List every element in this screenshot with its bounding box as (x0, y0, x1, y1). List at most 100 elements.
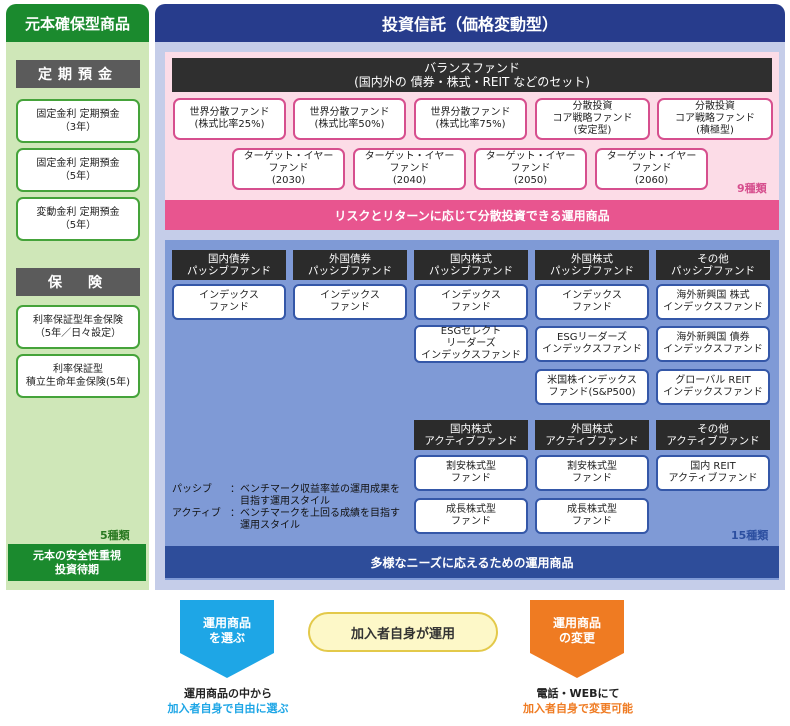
balance-summary-band: リスクとリターンに応じて分散投資できる運用商品 (165, 200, 779, 230)
deposit-item: 固定金利 定期預金 （5年） (16, 148, 140, 192)
deposit-item: 変動金利 定期預金 （5年） (16, 197, 140, 241)
fund-label: 割安株式型 (567, 461, 617, 472)
category-name: 外国債券 (329, 253, 371, 265)
fund-label: 成長株式型 (446, 504, 496, 515)
fund-label: インデックス (199, 290, 259, 301)
balance-fund-item: 分散投資 コア戦略ファンド (安定型) (535, 98, 650, 140)
legend-row: パッシブ ：ベンチマーク収益率並の運用成果を 目指す運用スタイル (172, 484, 412, 508)
category-name: その他 (697, 253, 729, 265)
fund-sublabel: (2030) (271, 175, 306, 186)
fund-label: インデックス (562, 290, 622, 301)
legend-key: パッシブ (172, 484, 212, 495)
category-name: 国内債券 (208, 253, 250, 265)
fund-sublabel: (2050) (513, 175, 548, 186)
balance-fund-title-text: バランスファンド (424, 61, 520, 75)
category-header: 国内債券 パッシブファンド (172, 250, 286, 280)
select-caption-highlight: 加入者自身で自由に選ぶ (167, 702, 289, 715)
fund-sublabel: (株式比率75%) (435, 119, 506, 130)
balance-fund-item: 世界分散ファンド (株式比率75%) (414, 98, 527, 140)
category-style: アクティブファンド (545, 435, 639, 447)
fund-label: ファンド (572, 516, 612, 527)
active-fund-item: 成長株式型 ファンド (535, 498, 649, 534)
fund-label: 世界分散ファンド (189, 107, 270, 118)
target-year-fund-item: ターゲット・イヤー ファンド (2060) (595, 148, 708, 190)
target-year-fund-item: ターゲット・イヤー ファンド (2030) (232, 148, 345, 190)
deposit-item-term: （5年） (59, 220, 97, 231)
fund-sublabel: (2060) (634, 175, 669, 186)
category-name: 国内株式 (450, 423, 492, 435)
fund-label: 海外新興国 債券 (676, 332, 750, 343)
fund-label: 世界分散ファンド (309, 107, 390, 118)
active-fund-item: 成長株式型 ファンド (414, 498, 528, 534)
fund-label: インデックス (320, 290, 380, 301)
category-style: パッシブファンド (550, 265, 634, 277)
fund-label: ESGリーダーズ (557, 332, 627, 343)
fund-sublabel: コア戦略ファンド (552, 113, 633, 124)
index-active-summary-band: 多様なニーズに応えるための運用商品 (165, 546, 779, 578)
fund-label: ターゲット・イヤー (243, 151, 334, 162)
fund-sublabel: (安定型) (573, 125, 612, 136)
change-product-text: の変更 (558, 631, 595, 645)
principal-product-count: 5種類 (100, 529, 130, 542)
select-caption: 運用商品の中から 加入者自身で自由に選ぶ (140, 686, 316, 716)
deposit-section-title: 定期預金 (16, 60, 140, 88)
deposit-item-label: 固定金利 定期預金 (36, 158, 120, 169)
insurance-item: 利率保証型年金保険 （5年／日々設定） (16, 305, 140, 349)
passive-fund-item: インデックス ファンド (293, 284, 407, 320)
fund-label: 米国株インデックス (547, 375, 637, 386)
deposit-item-label: 固定金利 定期預金 (36, 109, 120, 120)
change-product-badge: 運用商品 の変更 (530, 600, 624, 678)
fund-label: 成長株式型 (567, 504, 617, 515)
fund-label: 海外新興国 株式 (676, 290, 750, 301)
change-caption-highlight: 加入者自身で変更可能 (523, 702, 633, 715)
fund-label: ファンド (451, 516, 491, 527)
fund-label: 世界分散ファンド (430, 107, 511, 118)
passive-fund-item: グローバル REIT インデックスファンド (656, 369, 770, 405)
legend-text-line: ：ベンチマーク収益率並の運用成果を (230, 484, 400, 495)
investment-trust-header: 投資信託（価格変動型） (155, 4, 785, 42)
deposit-item: 固定金利 定期預金 （3年） (16, 99, 140, 143)
deposit-item-term: （5年） (59, 171, 97, 182)
fund-label: リーダーズ (446, 338, 496, 349)
insurance-item-label: 利率保証型年金保険 (33, 315, 123, 326)
principal-summary-band: 元本の安全性重視 投資待期 (8, 544, 146, 581)
fund-label: ファンド (451, 302, 491, 313)
target-year-fund-item: ターゲット・イヤー ファンド (2040) (353, 148, 466, 190)
passive-fund-item: 海外新興国 債券 インデックスファンド (656, 326, 770, 362)
active-fund-item: 割安株式型 ファンド (414, 455, 528, 491)
fund-label: インデックスファンド (542, 344, 642, 355)
active-fund-item: 国内 REIT アクティブファンド (656, 455, 770, 491)
fund-label: 分散投資 (572, 101, 613, 112)
balance-fund-item: 世界分散ファンド (株式比率50%) (293, 98, 406, 140)
fund-label: インデックスファンド (421, 350, 521, 361)
legend-key: アクティブ (172, 508, 221, 519)
category-header: その他 アクティブファンド (656, 420, 770, 450)
fund-label: 割安株式型 (446, 461, 496, 472)
change-caption: 電話・WEBにて 加入者自身で変更可能 (490, 686, 666, 716)
fund-label: ファンド (510, 163, 551, 174)
fund-label: ファンド(S&P500) (548, 387, 636, 398)
legend-text-line: ：ベンチマークを上回る成績を目指す (230, 508, 400, 519)
target-year-fund-item: ターゲット・イヤー ファンド (2050) (474, 148, 587, 190)
principal-guaranteed-header: 元本確保型商品 (6, 4, 149, 42)
fund-label: ファンド (631, 163, 672, 174)
fund-label: ファンド (330, 302, 370, 313)
fund-label: ターゲット・イヤー (606, 151, 697, 162)
fund-label: 国内 REIT (690, 461, 736, 472)
fund-label: ターゲット・イヤー (364, 151, 455, 162)
passive-fund-item: ESGリーダーズ インデックスファンド (535, 326, 649, 362)
balance-fund-count: 9種類 (737, 182, 767, 195)
fund-sublabel: (株式比率25%) (194, 119, 265, 130)
balance-fund-title: バランスファンド (国内外の 債券・株式・REIT などのセット) (172, 58, 772, 92)
insurance-item-term: （5年／日々設定） (34, 328, 122, 339)
passive-fund-item: インデックス ファンド (414, 284, 528, 320)
insurance-section-title: 保 険 (16, 268, 140, 296)
fund-sublabel: コア戦略ファンド (675, 113, 755, 124)
select-product-text: を選ぶ (208, 631, 245, 645)
fund-sublabel: (株式比率50%) (314, 119, 385, 130)
fund-sublabel: (積極型) (696, 125, 734, 136)
select-product-text: 運用商品 (202, 616, 251, 630)
balance-fund-subtitle: (国内外の 債券・株式・REIT などのセット) (354, 75, 590, 89)
fund-label: 分散投資 (695, 101, 735, 112)
fund-label: ファンド (572, 302, 612, 313)
